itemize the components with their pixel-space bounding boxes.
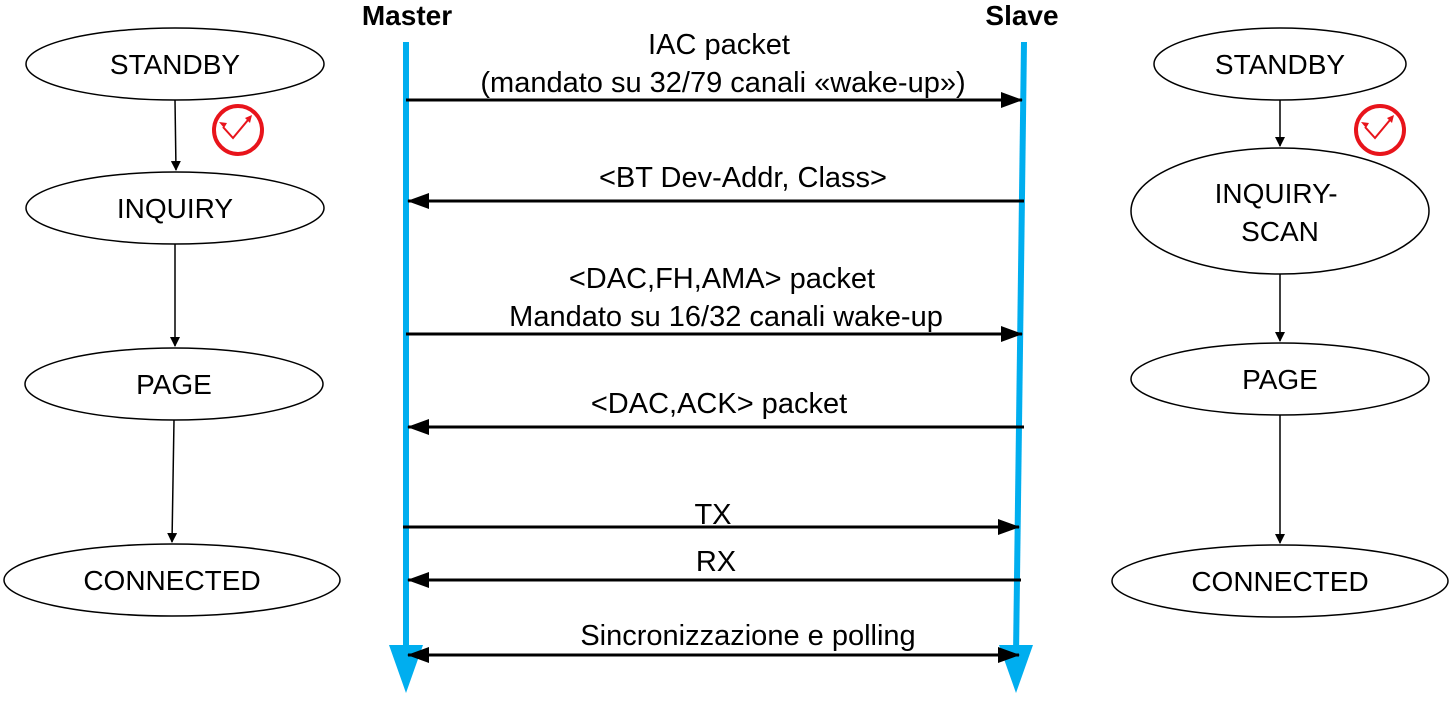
slave-state-label: PAGE xyxy=(1242,364,1318,395)
slave-state-label: CONNECTED xyxy=(1191,566,1368,597)
message-label: <DAC,ACK> packet xyxy=(591,388,847,420)
message-label-line: (mandato su 32/79 canali «wake-up») xyxy=(480,67,965,99)
message-label-line: Mandato su 16/32 canali wake-up xyxy=(509,301,943,333)
master-transition-arrow xyxy=(170,99,181,171)
master-state-label: PAGE xyxy=(136,369,212,400)
slave-actor-label: Slave xyxy=(985,0,1058,31)
slave-state-machine: STANDBY INQUIRY- SCAN PAGE CONNECTED xyxy=(1111,27,1449,618)
stopwatch-icon xyxy=(212,104,264,156)
slave-state-line: INQUIRY- xyxy=(1215,178,1338,209)
slave-state-line: CONNECTED xyxy=(1191,566,1368,597)
message-label-line: <DAC,ACK> packet xyxy=(591,388,847,420)
master-state-label: STANDBY xyxy=(110,49,240,80)
message-label: <BT Dev-Addr, Class> xyxy=(599,162,887,194)
slave-lifeline xyxy=(999,41,1033,693)
message-label: IAC packet (mandato su 32/79 canali «wak… xyxy=(480,29,965,99)
slave-state-line: PAGE xyxy=(1242,364,1318,395)
message-label-line: Sincronizzazione e polling xyxy=(580,620,915,652)
slave-state-label: STANDBY xyxy=(1215,49,1345,80)
message-label-line: IAC packet xyxy=(648,29,790,61)
master-transition-arrow xyxy=(167,419,178,543)
master-state-label: INQUIRY xyxy=(117,193,233,224)
slave-state-connected xyxy=(1111,544,1449,618)
master-state-label: CONNECTED xyxy=(83,565,260,596)
message-label-line: RX xyxy=(696,546,736,578)
master-lifeline xyxy=(389,42,423,693)
message-label: Sincronizzazione e polling xyxy=(580,620,915,652)
slave-state-label: INQUIRY- SCAN xyxy=(1215,178,1346,247)
message-exchange: IAC packet (mandato su 32/79 canali «wak… xyxy=(403,29,1024,663)
slave-state-line: STANDBY xyxy=(1215,49,1345,80)
master-actor-label: Master xyxy=(362,0,452,31)
slave-state-line: SCAN xyxy=(1241,216,1319,247)
message-label-line: <DAC,FH,AMA> packet xyxy=(569,263,875,295)
message-label: <DAC,FH,AMA> packet Mandato su 16/32 can… xyxy=(509,263,943,333)
master-state-machine: STANDBY INQUIRY PAGE CONNECTED xyxy=(3,27,341,617)
slave-state-inquiry-scan xyxy=(1130,147,1430,275)
master-state-connected xyxy=(3,543,341,617)
stopwatch-icon xyxy=(1354,104,1406,156)
message-label-line: <BT Dev-Addr, Class> xyxy=(599,162,887,194)
message-label: RX xyxy=(696,546,736,578)
